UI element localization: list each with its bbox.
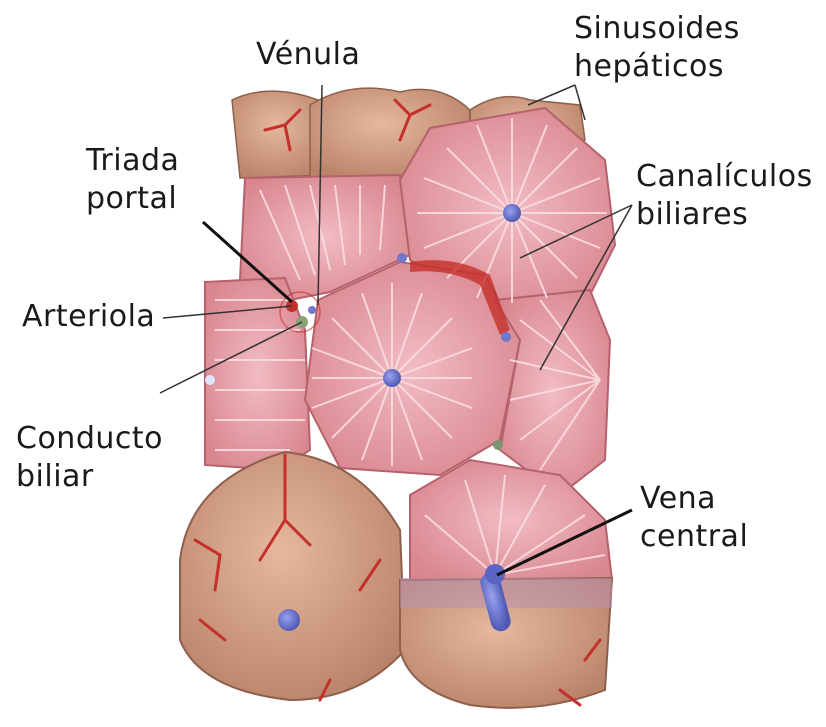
- label-sinusoides-line2: hepáticos: [574, 48, 740, 86]
- label-vena-line1: Vena: [640, 480, 748, 518]
- label-vena-central: Vena central: [640, 480, 748, 556]
- central-vein-center: [383, 369, 401, 387]
- label-venula-text: Vénula: [256, 36, 360, 74]
- surface-lower-left: [180, 452, 405, 700]
- label-sinusoides: Sinusoides hepáticos: [574, 10, 740, 86]
- label-canaliculos: Canalículos biliares: [636, 158, 813, 234]
- label-vena-line2: central: [640, 518, 748, 556]
- central-vein-upper-right: [503, 204, 521, 222]
- label-conducto-line1: Conducto: [16, 420, 163, 458]
- label-triada-line2: portal: [86, 180, 179, 218]
- label-triada-portal: Triada portal: [86, 142, 179, 218]
- portal-vessel-left: [205, 375, 215, 385]
- central-vein-lower-left: [278, 609, 300, 631]
- label-triada-line1: Triada: [86, 142, 179, 180]
- portal-vessel-lower: [493, 440, 503, 450]
- label-canaliculos-line2: biliares: [636, 196, 813, 234]
- label-conducto-biliar: Conducto biliar: [16, 420, 163, 496]
- label-arteriola: Arteriola: [22, 298, 155, 336]
- portal-vessel-top: [397, 253, 407, 263]
- label-canaliculos-line1: Canalículos: [636, 158, 813, 196]
- label-sinusoides-line1: Sinusoides: [574, 10, 740, 48]
- portal-vessel-right: [501, 332, 511, 342]
- label-arteriola-text: Arteriola: [22, 298, 155, 336]
- label-conducto-line2: biliar: [16, 458, 163, 496]
- label-venula: Vénula: [256, 36, 360, 74]
